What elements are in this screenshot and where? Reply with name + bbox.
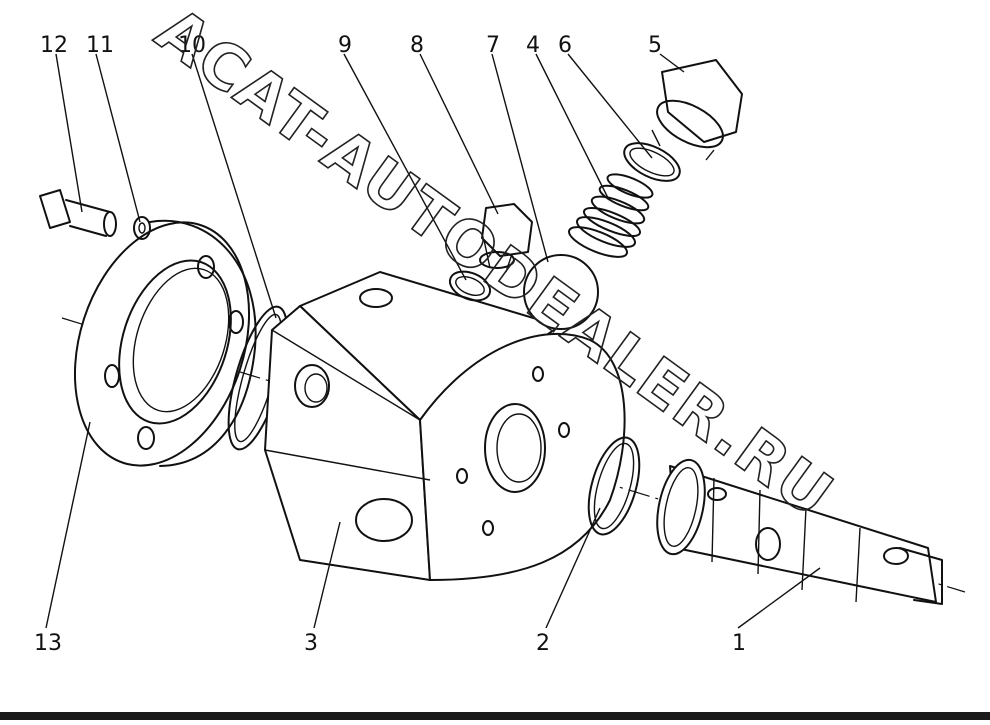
part-3-valve-body (264, 271, 626, 581)
part-8-plug (479, 203, 533, 273)
callout-9: 9 (338, 33, 352, 58)
callout-1: 1 (732, 631, 746, 656)
part-9-o-ring (448, 270, 492, 302)
callout-13: 13 (34, 631, 62, 656)
part-6-o-ring (623, 142, 681, 182)
callout-6: 6 (558, 33, 572, 58)
leader-lines (45, 53, 821, 629)
part-12-bolt (39, 189, 117, 237)
callout-3: 3 (304, 631, 318, 656)
callout-12: 12 (40, 33, 68, 58)
callout-4: 4 (526, 33, 540, 58)
part-13-flange (73, 219, 257, 467)
callout-7: 7 (486, 33, 500, 58)
part-5-hex-plug (651, 59, 743, 161)
part-7-ball (523, 254, 599, 330)
part-2-o-ring (587, 436, 641, 536)
callout-10: 10 (178, 33, 206, 58)
part-11-washer (133, 216, 151, 240)
part-1-spool-shaft (656, 458, 943, 605)
callout-8: 8 (410, 33, 424, 58)
footer-bar (0, 712, 990, 720)
callout-5: 5 (648, 33, 662, 58)
callout-2: 2 (536, 631, 550, 656)
part-4-spring (568, 173, 654, 258)
callout-11: 11 (86, 33, 114, 58)
callout-labels: 12 11 10 9 8 7 4 6 5 13 3 2 1 (34, 33, 746, 656)
